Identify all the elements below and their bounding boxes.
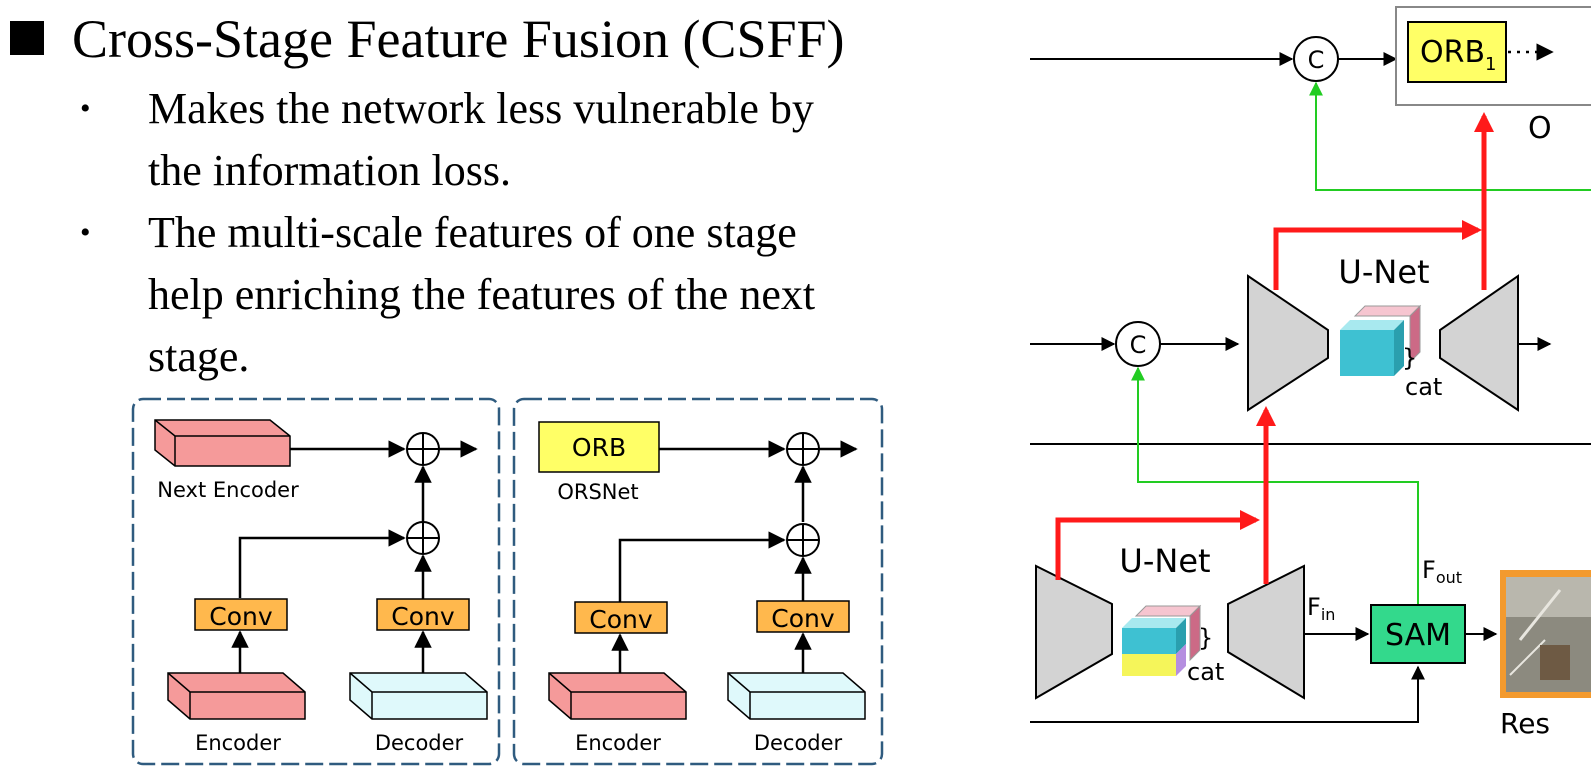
csff-encoder-panel: Next Encoder Conv Conv Encoder [131,397,501,766]
result-label: Res [1500,707,1550,740]
brace-icon: } [1198,624,1213,652]
encoder-label: Encoder [575,731,661,755]
encoder-block [167,672,306,720]
decoder-label: Decoder [754,731,843,755]
sam-label: SAM [1385,618,1451,653]
encoder-label: Encoder [195,731,281,755]
bullet-2-line-2: help enriching the features of the next [148,270,816,319]
encoder-block [548,672,687,720]
orb-block [538,421,660,473]
unet-top-label: U-Net [1338,253,1429,291]
conv-right-label: Conv [391,602,455,631]
restored-image-thumbnail [1500,570,1591,698]
panel-border [512,397,884,766]
bullet-1-line-2: the information loss. [148,146,511,195]
unet-decoder-top [1439,274,1519,412]
unet-encoder-bottom [1035,564,1113,700]
orsnet-label: ORSNet [557,480,638,504]
slide-heading: Cross-Stage Feature Fusion (CSFF) [10,4,845,74]
bullet-dot-icon: • [80,92,91,125]
conv-block-right [376,598,470,631]
f-in-label: Fin [1307,593,1335,624]
red-path-bottom [1055,510,1260,580]
feature-cube-bottom [1122,604,1202,676]
conv-block-left [194,598,288,631]
decoder-label: Decoder [375,731,464,755]
concat-symbol: C [1130,331,1147,359]
unet-encoder-top [1247,274,1329,412]
green-skip-middle [1131,366,1419,604]
cat-bottom-label: cat [1187,658,1224,686]
red-path-top [1273,220,1482,290]
plus-node-middle [786,523,820,557]
conv-block-left [574,601,668,634]
plus-node-top [406,432,440,466]
concat-node-middle: C [1115,321,1161,367]
bullet-2-line-3: stage. [148,332,250,381]
csff-detail-diagrams: Next Encoder Conv Conv Encoder [131,397,884,766]
decoder-block [727,672,866,720]
unet-bottom-label: U-Net [1119,542,1210,580]
decoder-block [349,672,488,720]
feature-cube-top [1340,304,1422,376]
concat-symbol: C [1308,46,1325,74]
conv-block-right [756,600,850,633]
bullet-2-line-1: The multi-scale features of one stage [148,208,797,257]
heading-title: Cross-Stage Feature Fusion (CSFF) [72,9,845,69]
bullet-dot-icon: • [80,216,91,249]
conv-left-label: Conv [589,605,653,634]
bullet-1-line-1: Makes the network less vulnerable by [148,84,814,133]
square-bullet-icon [10,21,44,55]
next-encoder-label: Next Encoder [157,478,299,502]
csff-orsnet-panel: ORB ORSNet Conv Conv Encoder [512,397,884,766]
f-out-label: Fout [1422,556,1462,587]
conv-left-label: Conv [209,602,273,631]
panel-border [131,397,501,766]
cat-top-label: cat [1405,373,1442,401]
plus-node-middle [406,521,440,555]
plus-node-top [786,432,820,466]
orb1-block [1407,21,1507,83]
orb-label: ORB [572,433,626,462]
input-to-sam-arrow [1030,665,1425,723]
unet-decoder-bottom [1227,564,1305,700]
conv-right-label: Conv [771,604,835,633]
orsnet-group-label: O [1528,111,1552,146]
next-encoder-block [154,419,291,467]
pipeline-diagram: C ORB1 O C U-Net } cat U-Net [1030,6,1591,740]
concat-node-top: C [1293,36,1339,82]
green-skip-top [1309,81,1591,191]
brace-icon: } [1402,344,1417,372]
orb1-label: ORB1 [1420,35,1497,75]
